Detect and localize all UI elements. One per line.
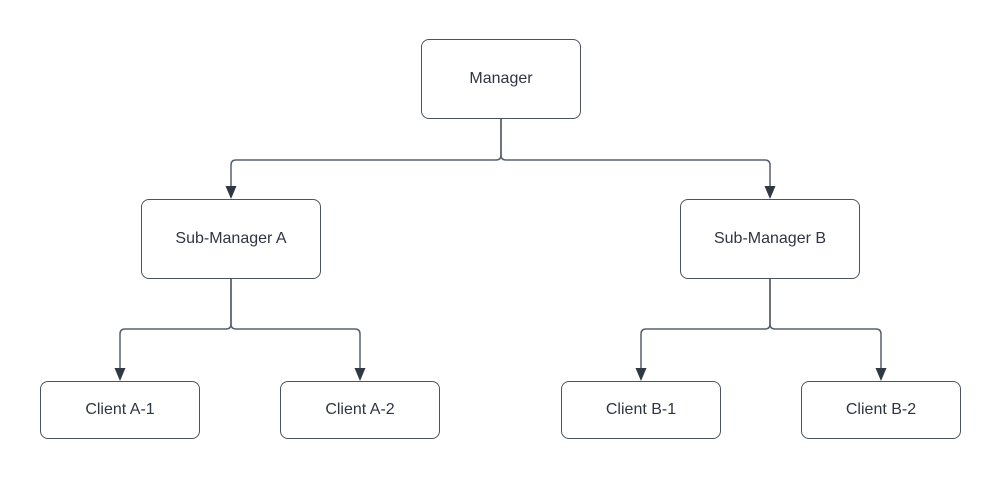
edge-sub-a-client-a2: [230, 279, 361, 369]
node-client-a2-label: Client A-2: [325, 401, 395, 419]
node-client-a1[interactable]: Client A-1: [40, 381, 200, 439]
edge-sub-b-client-b2: [769, 279, 882, 369]
node-manager-label: Manager: [469, 70, 533, 88]
edge-sub-a-client-a1: [119, 279, 232, 369]
node-client-a1-label: Client A-1: [85, 401, 155, 419]
node-manager[interactable]: Manager: [421, 39, 581, 119]
arrowhead-client-a1: [114, 368, 126, 381]
arrowhead-sub-a: [225, 186, 237, 199]
edge-manager-sub-a: [230, 119, 502, 187]
edge-sub-b-client-b1: [640, 279, 771, 369]
node-client-a2[interactable]: Client A-2: [280, 381, 440, 439]
node-client-b1-label: Client B-1: [605, 401, 677, 419]
arrowhead-client-b1: [635, 368, 647, 381]
arrowhead-sub-b: [764, 186, 776, 199]
edge-manager-sub-b: [500, 119, 771, 187]
node-sub-manager-b-label: Sub-Manager B: [713, 230, 827, 248]
node-sub-manager-a[interactable]: Sub-Manager A: [141, 199, 321, 279]
arrowhead-client-b2: [875, 368, 887, 381]
node-client-b2-label: Client B-2: [845, 401, 917, 419]
node-sub-manager-b[interactable]: Sub-Manager B: [680, 199, 860, 279]
node-sub-manager-a-label: Sub-Manager A: [175, 230, 287, 248]
arrowhead-client-a2: [354, 368, 366, 381]
node-client-b2[interactable]: Client B-2: [801, 381, 961, 439]
node-client-b1[interactable]: Client B-1: [561, 381, 721, 439]
